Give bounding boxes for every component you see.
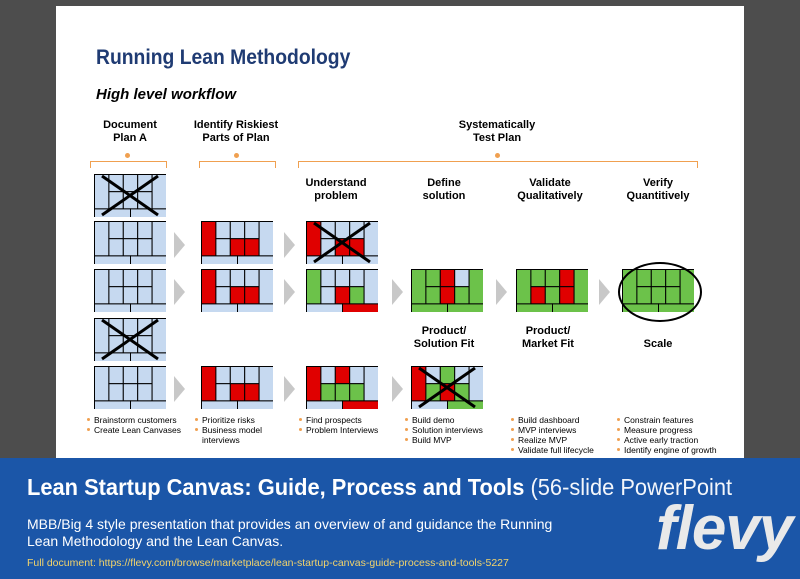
flow-arrow bbox=[174, 376, 185, 402]
bullet-item: Measure progress bbox=[616, 425, 726, 435]
bullet-item: Validate full lifecycle bbox=[510, 445, 610, 455]
lean-canvas-diagram bbox=[94, 174, 166, 217]
bullets-understand: Find prospects Problem Interviews bbox=[298, 415, 398, 435]
lean-canvas-diagram bbox=[306, 221, 378, 264]
flow-arrow bbox=[284, 279, 295, 305]
header-validate-text: Validate Qualitatively bbox=[517, 177, 583, 202]
bracket-dot-systematically bbox=[495, 153, 500, 158]
lean-canvas-diagram bbox=[411, 269, 483, 312]
flow-arrow bbox=[284, 232, 295, 258]
bullet-item: Constrain features bbox=[616, 415, 726, 425]
header-verify-text: Verify Quantitively bbox=[626, 177, 690, 202]
flow-arrow bbox=[284, 376, 295, 402]
flow-arrow bbox=[174, 232, 185, 258]
bullet-item: Solution interviews bbox=[404, 425, 504, 435]
bullets-identify: Prioritize risks Business model intervie… bbox=[194, 415, 286, 445]
header-systematically: Systematically Test Plan bbox=[437, 119, 557, 145]
promo-banner: Lean Startup Canvas: Guide, Process and … bbox=[0, 458, 800, 579]
milestone-product-market-fit: Product/ Market Fit bbox=[508, 325, 588, 351]
header-validate: Validate Qualitatively bbox=[500, 177, 600, 203]
bullet-item: Realize MVP bbox=[510, 435, 610, 445]
lean-canvas-diagram bbox=[94, 318, 166, 361]
milestone-scale: Scale bbox=[643, 338, 673, 350]
banner-description: MBB/Big 4 style presentation that provid… bbox=[27, 516, 553, 549]
flow-arrow bbox=[599, 279, 610, 305]
header-document-plan-text: Document Plan A bbox=[103, 119, 157, 144]
flow-arrow bbox=[392, 376, 403, 402]
scale-highlight-ellipse bbox=[618, 262, 702, 322]
header-identify-riskiest: Identify Riskiest Parts of Plan bbox=[186, 119, 286, 145]
bullets-define: Build demo Solution interviews Build MVP bbox=[404, 415, 504, 445]
bullets-document: Brainstorm customers Create Lean Canvase… bbox=[86, 415, 186, 435]
bracket-identify bbox=[199, 161, 276, 168]
bracket-dot-document bbox=[125, 153, 130, 158]
lean-canvas-diagram bbox=[516, 269, 588, 312]
header-document-plan: Document Plan A bbox=[80, 119, 180, 145]
bullet-item: Brainstorm customers bbox=[86, 415, 186, 425]
banner-title-main: Lean Startup Canvas: Guide, Process and … bbox=[27, 474, 525, 500]
flow-arrow bbox=[392, 279, 403, 305]
header-define: Define solution bbox=[404, 177, 484, 203]
flevy-logo: flevy bbox=[656, 494, 793, 563]
bullet-item: Find prospects bbox=[298, 415, 398, 425]
bullet-item: Build MVP bbox=[404, 435, 504, 445]
lean-canvas-diagram bbox=[306, 269, 378, 312]
lean-canvas-diagram bbox=[94, 269, 166, 312]
header-identify-text: Identify Riskiest Parts of Plan bbox=[193, 119, 279, 144]
milestone-product-solution-fit: Product/ Solution Fit bbox=[404, 325, 484, 351]
slide: Running Lean Methodology High level work… bbox=[56, 6, 744, 458]
flow-arrow bbox=[496, 279, 507, 305]
header-define-text: Define solution bbox=[422, 177, 466, 202]
header-understand-text: Understand problem bbox=[305, 177, 367, 202]
bullet-item: Create Lean Canvases bbox=[86, 425, 186, 435]
bracket-dot-identify bbox=[234, 153, 239, 158]
lean-canvas-diagram bbox=[94, 366, 166, 409]
lean-canvas-diagram bbox=[306, 366, 378, 409]
bullet-item: Active early traction bbox=[616, 435, 726, 445]
slide-title: Running Lean Methodology bbox=[96, 46, 351, 69]
header-understand: Understand problem bbox=[296, 177, 376, 203]
milestone-pmf-text: Product/ Market Fit bbox=[522, 325, 574, 350]
bullets-validate: Build dashboard MVP interviews Realize M… bbox=[510, 415, 610, 455]
slide-subtitle: High level workflow bbox=[96, 86, 237, 103]
milestone-psf-text: Product/ Solution Fit bbox=[413, 325, 475, 350]
header-systematically-text: Systematically Test Plan bbox=[458, 119, 536, 144]
lean-canvas-diagram bbox=[94, 221, 166, 264]
banner-title: Lean Startup Canvas: Guide, Process and … bbox=[27, 474, 732, 501]
full-document-link[interactable]: Full document: https://flevy.com/browse/… bbox=[27, 557, 509, 569]
bullet-item: Build demo bbox=[404, 415, 504, 425]
bullet-item: Identify engine of growth bbox=[616, 445, 726, 455]
lean-canvas-diagram bbox=[201, 221, 273, 264]
bullet-item: Business model interviews bbox=[194, 425, 286, 445]
bracket-systematically bbox=[298, 161, 698, 168]
bullets-verify: Constrain features Measure progress Acti… bbox=[616, 415, 726, 455]
bullet-item: MVP interviews bbox=[510, 425, 610, 435]
bullet-item: Problem Interviews bbox=[298, 425, 398, 435]
bullet-item: Prioritize risks bbox=[194, 415, 286, 425]
lean-canvas-diagram bbox=[201, 366, 273, 409]
lean-canvas-diagram bbox=[201, 269, 273, 312]
bullet-item: Build dashboard bbox=[510, 415, 610, 425]
flow-arrow bbox=[174, 279, 185, 305]
lean-canvas-diagram bbox=[411, 366, 483, 409]
bracket-document bbox=[90, 161, 167, 168]
header-verify: Verify Quantitively bbox=[608, 177, 708, 203]
banner-title-suffix: (56-slide PowerPoint bbox=[530, 474, 733, 500]
